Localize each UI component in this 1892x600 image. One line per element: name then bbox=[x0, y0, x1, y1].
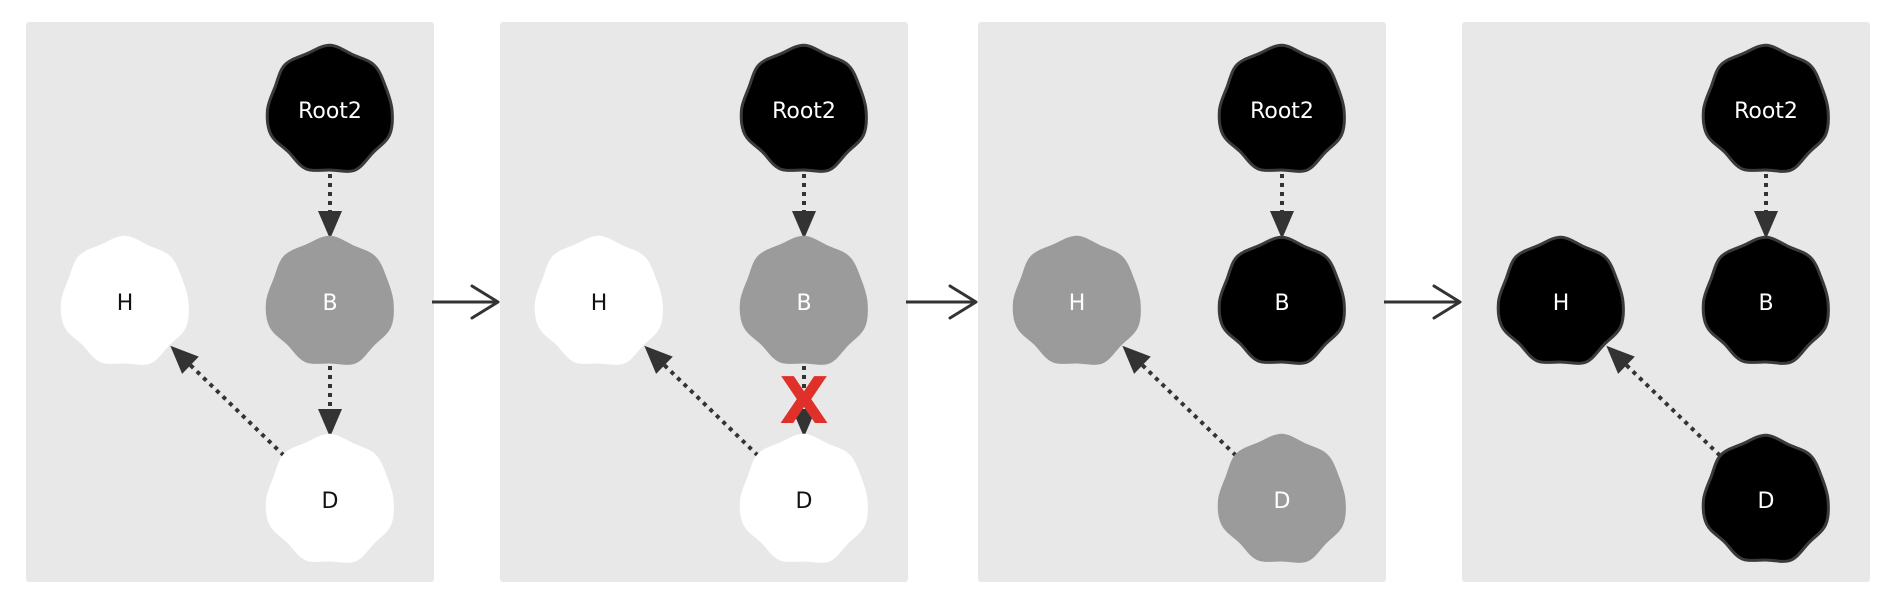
arrowhead-icon bbox=[792, 409, 816, 437]
node-circle bbox=[265, 43, 394, 173]
arrowhead-icon bbox=[792, 211, 816, 239]
node-label: H bbox=[591, 291, 608, 316]
arrowhead-icon bbox=[644, 345, 673, 374]
node-root2: Root2 bbox=[739, 43, 868, 173]
node-root2: Root2 bbox=[265, 43, 394, 173]
node-root2: Root2 bbox=[1217, 43, 1346, 173]
node-circle bbox=[739, 43, 868, 173]
node-label: B bbox=[796, 291, 811, 316]
node-b: B bbox=[1701, 235, 1830, 365]
arrowhead-icon bbox=[1606, 345, 1635, 374]
node-circle bbox=[739, 235, 868, 365]
arrowhead-icon bbox=[318, 211, 342, 239]
node-label: H bbox=[117, 291, 134, 316]
edge-line bbox=[1625, 363, 1722, 457]
arrowhead-icon bbox=[1122, 345, 1151, 374]
edge-b-to-d bbox=[792, 366, 816, 437]
node-label: D bbox=[1274, 489, 1291, 514]
node-circle bbox=[1701, 43, 1830, 173]
node-label: Root2 bbox=[1734, 99, 1798, 124]
node-h: H bbox=[534, 235, 663, 365]
node-circle bbox=[1217, 235, 1346, 365]
node-b: B bbox=[265, 235, 394, 365]
node-label: H bbox=[1553, 291, 1570, 316]
node-d: D bbox=[265, 433, 394, 563]
node-circle bbox=[1012, 235, 1141, 365]
node-label: Root2 bbox=[298, 99, 362, 124]
node-label: Root2 bbox=[772, 99, 836, 124]
node-label: D bbox=[1758, 489, 1775, 514]
edge-root2-to-b bbox=[318, 174, 342, 239]
edge-d-to-h bbox=[644, 345, 760, 457]
node-circle bbox=[1217, 43, 1346, 173]
arrowhead-icon bbox=[170, 345, 199, 374]
node-circle bbox=[265, 433, 394, 563]
step-arrow-icon bbox=[1384, 284, 1462, 320]
node-d: D bbox=[1217, 433, 1346, 563]
node-label: B bbox=[1274, 291, 1289, 316]
node-circle bbox=[1217, 433, 1346, 563]
node-h: H bbox=[1012, 235, 1141, 365]
edge-d-to-h bbox=[1606, 345, 1722, 457]
node-b: B bbox=[739, 235, 868, 365]
edge-line bbox=[189, 363, 286, 457]
node-circle bbox=[60, 235, 189, 365]
arrowhead-icon bbox=[318, 409, 342, 437]
node-label: D bbox=[796, 489, 813, 514]
edge-d-to-h bbox=[170, 345, 286, 457]
step-arrow-icon bbox=[432, 284, 500, 320]
node-circle bbox=[265, 235, 394, 365]
node-circle bbox=[1701, 235, 1830, 365]
edge-b-to-d bbox=[318, 366, 342, 437]
node-label: B bbox=[1758, 291, 1773, 316]
node-circle bbox=[1496, 235, 1625, 365]
cut-mark: X bbox=[779, 365, 828, 439]
node-label: H bbox=[1069, 291, 1086, 316]
node-circle bbox=[739, 433, 868, 563]
node-label: D bbox=[322, 489, 339, 514]
node-d: D bbox=[739, 433, 868, 563]
node-circle bbox=[1701, 433, 1830, 563]
edge-root2-to-b bbox=[1270, 174, 1294, 239]
node-h: H bbox=[1496, 235, 1625, 365]
node-label: Root2 bbox=[1250, 99, 1314, 124]
edge-line bbox=[663, 363, 760, 457]
edge-root2-to-b bbox=[792, 174, 816, 239]
node-root2: Root2 bbox=[1701, 43, 1830, 173]
arrowhead-icon bbox=[1754, 211, 1778, 239]
node-d: D bbox=[1701, 433, 1830, 563]
node-h: H bbox=[60, 235, 189, 365]
arrowhead-icon bbox=[1270, 211, 1294, 239]
edge-d-to-h bbox=[1122, 345, 1238, 457]
edge-line bbox=[1141, 363, 1238, 457]
node-circle bbox=[534, 235, 663, 365]
node-label: B bbox=[322, 291, 337, 316]
edge-root2-to-b bbox=[1754, 174, 1778, 239]
node-b: B bbox=[1217, 235, 1346, 365]
step-arrow-icon bbox=[906, 284, 978, 320]
